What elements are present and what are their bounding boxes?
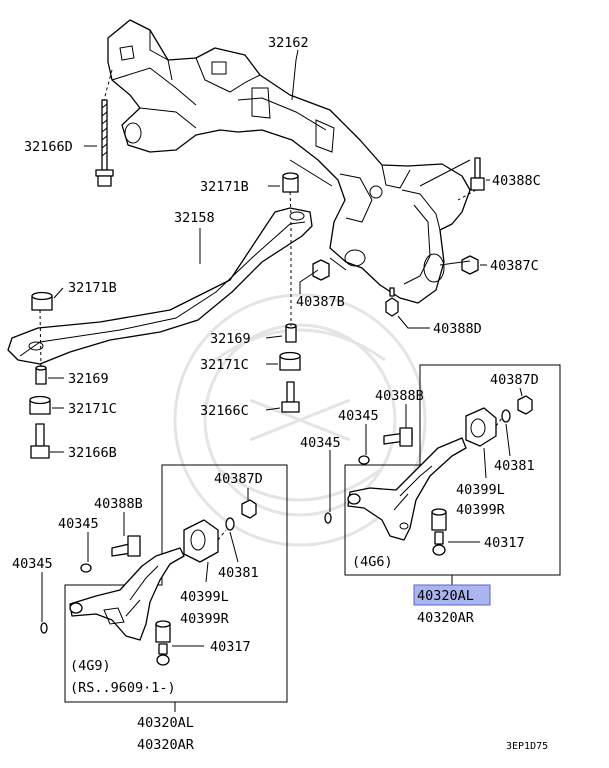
label-32166C[interactable]: 32166C xyxy=(200,403,249,419)
label-40387D-left[interactable]: 40387D xyxy=(214,471,263,487)
label-40387B[interactable]: 40387B xyxy=(296,294,345,310)
bolt-40388B-left[interactable] xyxy=(111,535,141,557)
label-40320AL-left[interactable]: 40320AL xyxy=(137,715,194,731)
label-32171C-left[interactable]: 32171C xyxy=(68,401,117,417)
label-40399R-left[interactable]: 40399R xyxy=(180,611,230,627)
label-40399L-right[interactable]: 40399L xyxy=(456,482,505,498)
label-40387D-right[interactable]: 40387D xyxy=(490,372,539,388)
detail-box-4G6 xyxy=(344,364,561,576)
detail-box-4G9 xyxy=(64,464,288,703)
diagram-code: 3EP1D75 xyxy=(506,741,548,752)
label-32166B[interactable]: 32166B xyxy=(68,445,117,461)
label-4G6: (4G6) xyxy=(352,554,393,570)
bolt-40388B-right[interactable] xyxy=(383,427,413,447)
stiffener-bar-32158[interactable] xyxy=(7,207,313,365)
label-32162[interactable]: 32162 xyxy=(268,35,309,51)
bushing-32171B-left[interactable] xyxy=(31,291,53,311)
label-40345-right-a[interactable]: 40345 xyxy=(338,408,379,424)
part-labels: 32162 32166D 32171B 40388C 32158 40387C … xyxy=(12,35,548,753)
label-40388B-right[interactable]: 40388B xyxy=(375,388,424,404)
bolt-32166B[interactable] xyxy=(30,423,50,459)
washer-40381-right[interactable] xyxy=(501,409,511,423)
nut-40387B[interactable] xyxy=(312,259,330,281)
ball-joint-40317-right[interactable] xyxy=(431,508,447,556)
label-40320AR-left[interactable]: 40320AR xyxy=(137,737,195,753)
label-32169-mid[interactable]: 32169 xyxy=(210,331,251,347)
label-40345-left-b[interactable]: 40345 xyxy=(12,556,53,572)
label-32169-left[interactable]: 32169 xyxy=(68,371,109,387)
label-40345-left-a[interactable]: 40345 xyxy=(58,516,99,532)
nut-40387C[interactable] xyxy=(461,255,479,275)
label-RS: (RS..9609·1-) xyxy=(70,680,176,696)
label-40388C[interactable]: 40388C xyxy=(492,173,541,189)
label-32171C-mid[interactable]: 32171C xyxy=(200,357,249,373)
lower-arm-right[interactable] xyxy=(347,437,467,541)
label-40317-right[interactable]: 40317 xyxy=(484,535,525,551)
nut-40387D-left[interactable] xyxy=(241,499,257,519)
washer-40381-left[interactable] xyxy=(225,517,235,531)
crossmember-32162[interactable] xyxy=(107,19,471,304)
bolt-32166D[interactable] xyxy=(95,99,114,187)
bushing-40381-right[interactable] xyxy=(465,407,497,447)
label-40320AR-right[interactable]: 40320AR xyxy=(417,610,475,626)
label-40320AL-right[interactable]: 40320AL xyxy=(417,588,474,604)
bushing-32171C-mid[interactable] xyxy=(279,351,301,371)
washer-40345-right-a[interactable] xyxy=(358,455,370,465)
label-40387C[interactable]: 40387C xyxy=(490,258,539,274)
ball-joint-40317-left[interactable] xyxy=(155,620,171,666)
label-32171B-left[interactable]: 32171B xyxy=(68,280,117,296)
bolt-32166C[interactable] xyxy=(281,381,300,413)
label-40381-left[interactable]: 40381 xyxy=(218,565,259,581)
bushing-40381-left[interactable] xyxy=(183,519,219,563)
washer-40345-right-b[interactable] xyxy=(324,512,332,524)
collar-32169-left[interactable] xyxy=(35,365,47,385)
label-40381-right[interactable]: 40381 xyxy=(494,458,535,474)
watermark-emblem xyxy=(173,293,427,547)
bolt-40388D[interactable] xyxy=(385,287,399,317)
highlight-40320AL xyxy=(413,584,491,606)
collar-32169-mid[interactable] xyxy=(285,323,297,343)
washer-40345-left-b[interactable] xyxy=(40,622,48,634)
label-40317-left[interactable]: 40317 xyxy=(210,639,251,655)
bolt-40388C[interactable] xyxy=(470,157,485,191)
label-32171B-top[interactable]: 32171B xyxy=(200,179,249,195)
washer-40345-left-a[interactable] xyxy=(80,563,92,573)
lower-arm-left[interactable] xyxy=(69,547,185,641)
label-40388B-left[interactable]: 40388B xyxy=(94,496,143,512)
label-40399R-right[interactable]: 40399R xyxy=(456,502,506,518)
label-40345-right-b[interactable]: 40345 xyxy=(300,435,341,451)
label-32158[interactable]: 32158 xyxy=(174,210,215,226)
label-32166D[interactable]: 32166D xyxy=(24,139,73,155)
label-40388D[interactable]: 40388D xyxy=(433,321,482,337)
nut-40387D-right[interactable] xyxy=(517,395,533,415)
label-40399L-left[interactable]: 40399L xyxy=(180,589,229,605)
label-4G9: (4G9) xyxy=(70,658,111,674)
bushing-32171C-left[interactable] xyxy=(29,395,51,415)
bushing-32171B-top[interactable] xyxy=(282,172,299,193)
leader-lines xyxy=(39,49,523,712)
